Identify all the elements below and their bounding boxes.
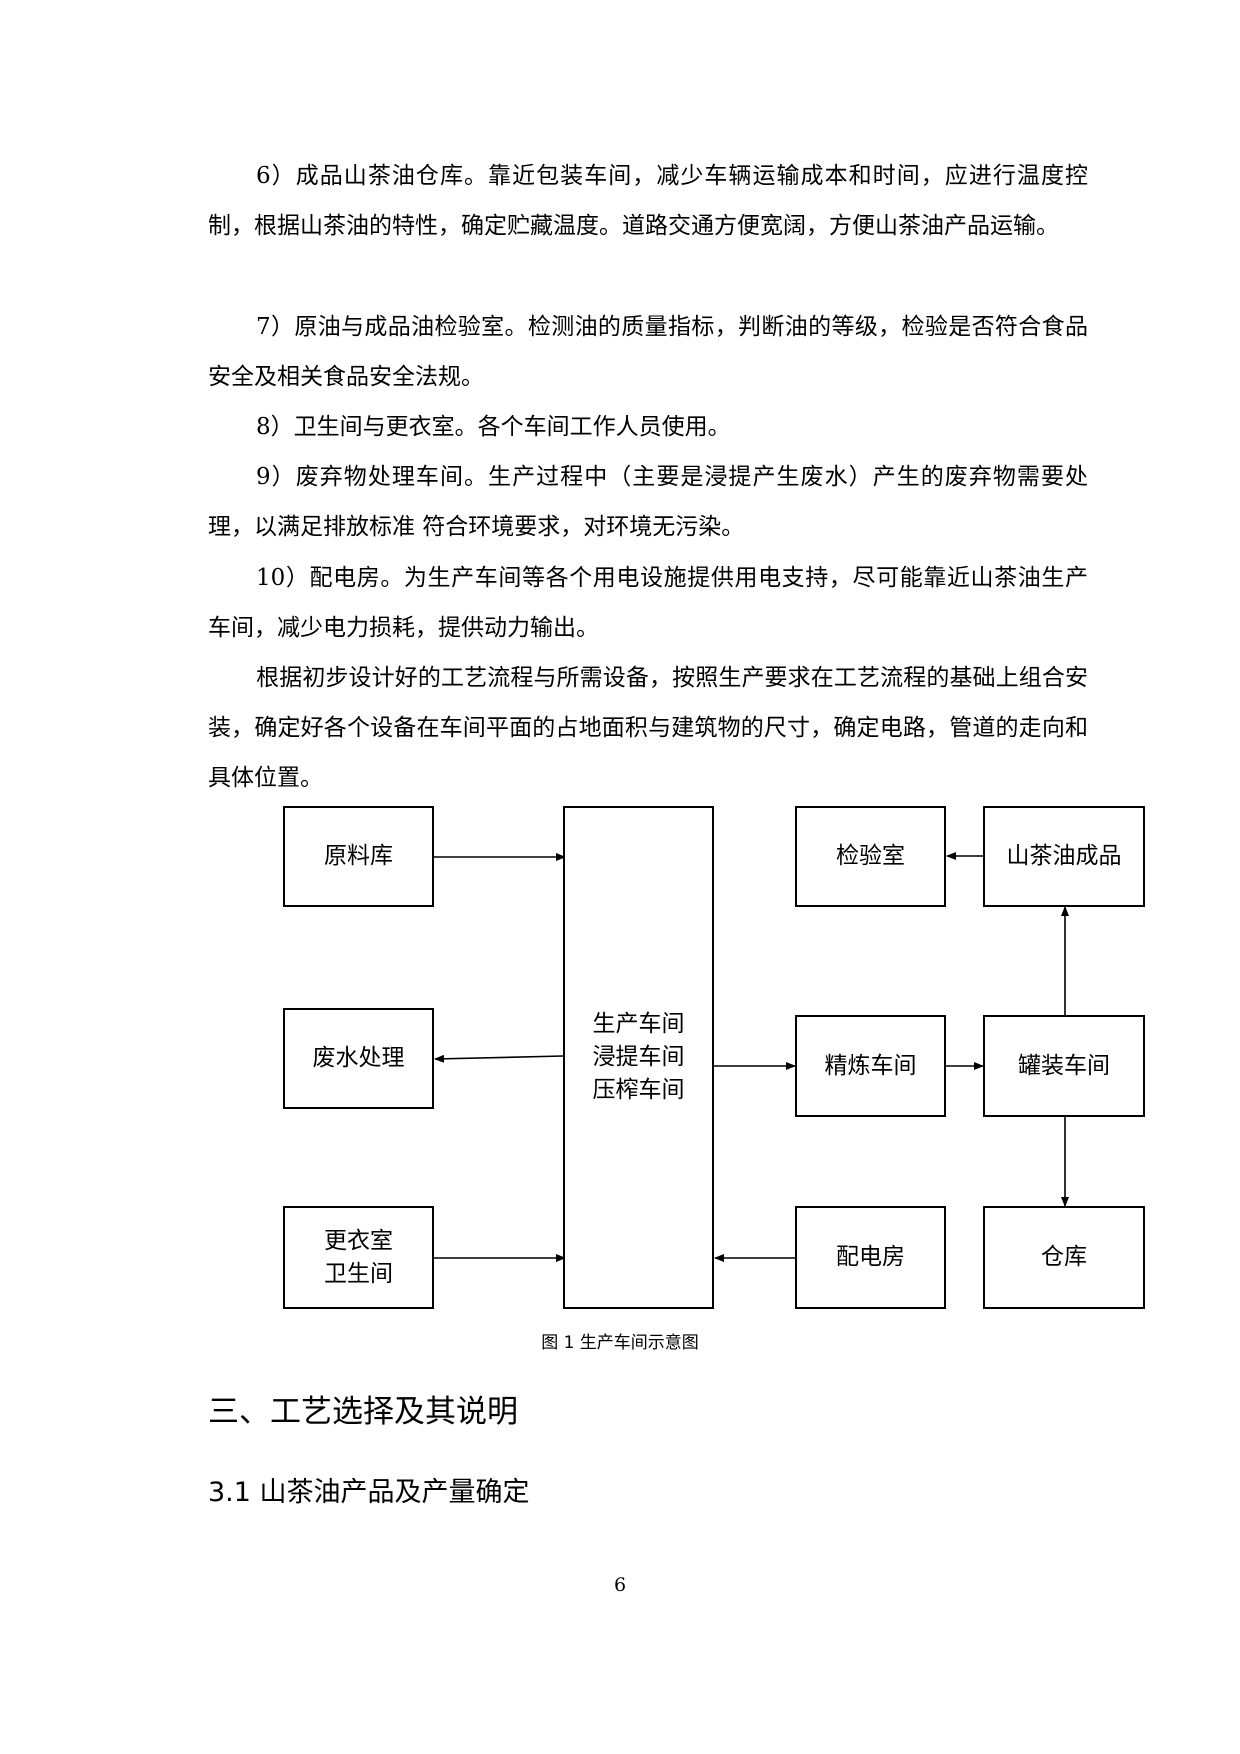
box-label: 原料库 xyxy=(324,843,393,869)
paragraph-text: 7）原油与成品油检验室。检测油的质量指标，判断油的等级，检验是否符合食品安全及相… xyxy=(208,314,1088,390)
box-label-line3: 压榨车间 xyxy=(592,1077,685,1103)
page-number: 6 xyxy=(613,1574,627,1596)
box-label-line2: 浸提车间 xyxy=(592,1044,685,1070)
paragraph-text: 9）废弃物处理车间。生产过程中（主要是浸提产生废水）产生的废弃物需要处理，以满足… xyxy=(208,464,1088,540)
paragraph-layout-summary: 根据初步设计好的工艺流程与所需设备，按照生产要求在工艺流程的基础上组合安装，确定… xyxy=(208,653,1088,803)
box-label: 山茶油成品 xyxy=(1006,843,1122,869)
section-heading: 三、工艺选择及其说明 xyxy=(208,1394,518,1430)
box-wastewater: 废水处理 xyxy=(283,1008,434,1109)
paragraph-text: 10）配电房。为生产车间等各个用电设施提供用电支持，尽可能靠近山茶油生产车间，减… xyxy=(208,565,1088,641)
arrow-workshop-to-wastewater xyxy=(434,1054,564,1063)
box-label-line1: 更衣室 xyxy=(324,1227,393,1254)
box-label: 精炼车间 xyxy=(824,1052,917,1079)
box-production-workshop: 生产车间 浸提车间 压榨车间 xyxy=(563,806,714,1309)
box-label: 罐装车间 xyxy=(1018,1052,1110,1079)
box-label-line2: 卫生间 xyxy=(324,1260,393,1287)
box-inspection: 检验室 xyxy=(795,806,946,907)
box-label-line1: 生产车间 xyxy=(592,1011,685,1037)
box-label: 配电房 xyxy=(836,1244,905,1270)
paragraph-item-10: 10）配电房。为生产车间等各个用电设施提供用电支持，尽可能靠近山茶油生产车间，减… xyxy=(208,553,1088,653)
box-power-room: 配电房 xyxy=(795,1206,946,1309)
figure-caption: 图 1 生产车间示意图 xyxy=(541,1333,699,1353)
box-raw-material: 原料库 xyxy=(283,806,434,907)
box-changing-room: 更衣室 卫生间 xyxy=(283,1206,434,1309)
paragraph-item-9: 9）废弃物处理车间。生产过程中（主要是浸提产生废水）产生的废弃物需要处理，以满足… xyxy=(208,452,1088,552)
paragraph-item-8: 8）卫生间与更衣室。各个车间工作人员使用。 xyxy=(208,402,1088,452)
paragraph-text: 6）成品山茶油仓库。靠近包装车间，减少车辆运输成本和时间，应进行温度控制，根据山… xyxy=(208,163,1088,239)
paragraph-item-6: 6）成品山茶油仓库。靠近包装车间，减少车辆运输成本和时间，应进行温度控制，根据山… xyxy=(208,151,1088,251)
box-label: 废水处理 xyxy=(312,1045,405,1071)
subsection-heading: 3.1 山茶油产品及产量确定 xyxy=(208,1477,530,1508)
box-refining: 精炼车间 xyxy=(795,1015,946,1117)
paragraph-text: 根据初步设计好的工艺流程与所需设备，按照生产要求在工艺流程的基础上组合安装，确定… xyxy=(208,665,1088,791)
paragraph-text: 8）卫生间与更衣室。各个车间工作人员使用。 xyxy=(256,414,731,440)
box-canning: 罐装车间 xyxy=(983,1015,1145,1117)
box-warehouse: 仓库 xyxy=(983,1206,1145,1309)
paragraph-item-7: 7）原油与成品油检验室。检测油的质量指标，判断油的等级，检验是否符合食品安全及相… xyxy=(208,302,1088,402)
box-label: 检验室 xyxy=(836,843,905,869)
box-finished-oil: 山茶油成品 xyxy=(983,806,1145,907)
box-label: 仓库 xyxy=(1041,1244,1087,1270)
